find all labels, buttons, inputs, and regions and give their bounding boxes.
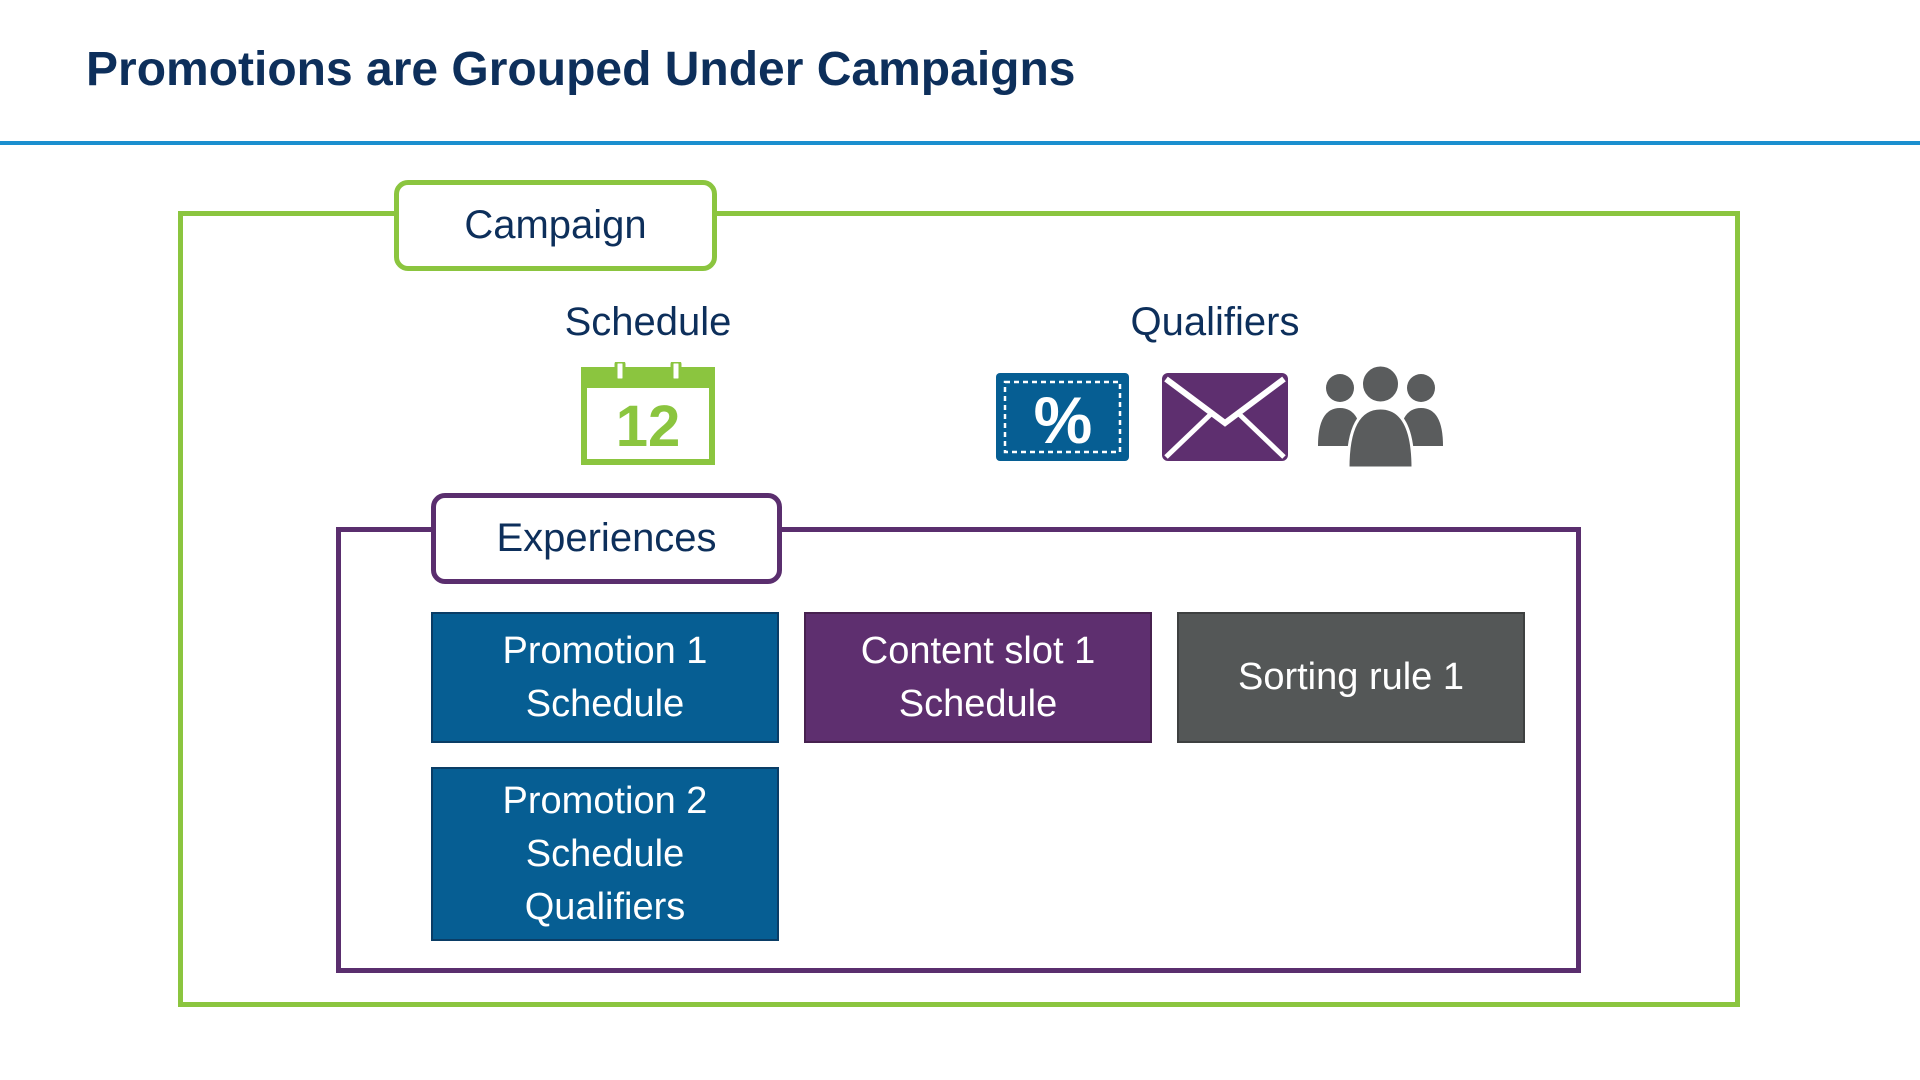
campaign-tab: Campaign [394, 180, 717, 271]
content-slot-1-title: Content slot 1 [860, 629, 1096, 672]
coupon-percent-text: % [1034, 383, 1093, 457]
sorting-rule-1-box: Sorting rule 1 [1177, 612, 1525, 743]
promotion-2-title: Promotion 2 [502, 779, 708, 822]
promotion-1-schedule: Schedule [525, 682, 685, 725]
promotion-1-box: Promotion 1 Schedule [431, 612, 779, 743]
experiences-tab: Experiences [431, 493, 782, 584]
experiences-frame [336, 527, 1581, 973]
promotion-1-title: Promotion 1 [502, 629, 708, 672]
envelope-icon [1162, 373, 1288, 461]
slide-title: Promotions are Grouped Under Campaigns [86, 43, 1076, 96]
calendar-day-text: 12 [616, 394, 681, 459]
schedule-label: Schedule [564, 300, 732, 344]
promotion-2-qualifiers: Qualifiers [524, 885, 686, 928]
content-slot-1-schedule: Schedule [898, 682, 1058, 725]
campaign-label: Campaign [464, 203, 647, 247]
coupon-percent-icon: % [996, 373, 1129, 461]
sorting-rule-1-title: Sorting rule 1 [1237, 656, 1464, 698]
campaign-frame [178, 211, 1740, 1007]
content-slot-1-box: Content slot 1 Schedule [804, 612, 1152, 743]
promotion-2-schedule: Schedule [525, 832, 685, 875]
promotion-2-box: Promotion 2 Schedule Qualifiers [431, 767, 779, 941]
people-group-icon [1318, 364, 1443, 468]
title-divider [0, 141, 1920, 145]
qualifiers-label: Qualifiers [1130, 300, 1300, 344]
calendar-icon: 12 [581, 362, 715, 465]
experiences-label: Experiences [496, 516, 717, 560]
